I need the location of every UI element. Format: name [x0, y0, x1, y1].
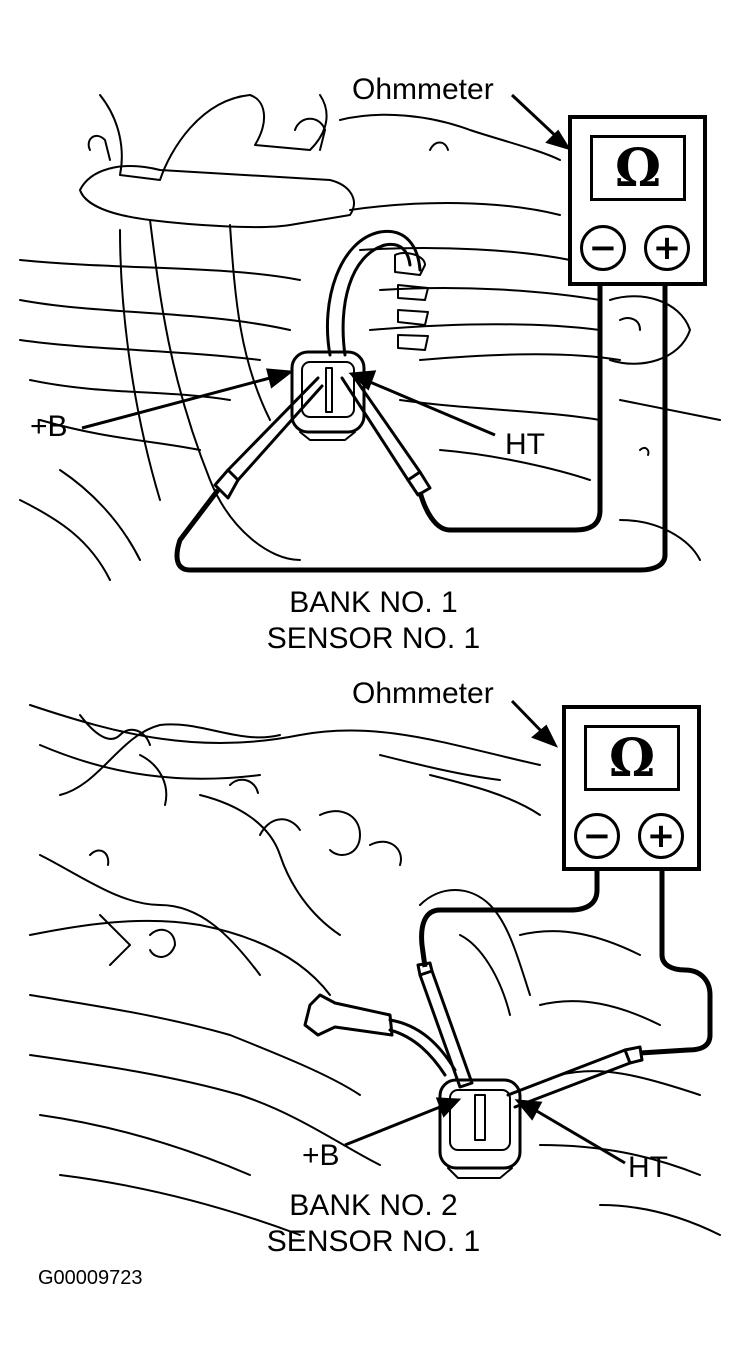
sensor-wire-loop	[325, 229, 422, 357]
positive-terminal: +	[644, 225, 690, 271]
ohm-symbol-icon: Ω	[614, 137, 662, 199]
sensor-threaded-body	[303, 993, 394, 1037]
diagram-bank2-sensor1: Ohmmeter Ω − + +B HT BANK NO. 2 SENSOR N…	[0, 675, 747, 1265]
negative-terminal: −	[580, 225, 626, 271]
diagram-bank1-sensor1: Ohmmeter Ω − + +B HT BANK NO. 1 SENSOR N…	[0, 0, 747, 670]
plus-icon: +	[652, 228, 682, 268]
engine-line-art-bank2	[29, 699, 721, 1236]
ohmmeter-label: Ohmmeter	[352, 73, 494, 106]
minus-icon: −	[588, 228, 618, 268]
sensor-connector	[438, 1078, 522, 1170]
terminal-label-plus-b: +B	[302, 1139, 340, 1172]
caption-bank-line: BANK NO. 1	[289, 586, 458, 619]
terminal-label-plus-b: +B	[30, 410, 68, 443]
minus-icon: −	[582, 816, 612, 856]
ohm-symbol-icon: Ω	[608, 727, 656, 789]
caption-bank2: BANK NO. 2 SENSOR NO. 1	[0, 1188, 747, 1260]
probe-right	[506, 1048, 632, 1109]
terminal-label-ht: HT	[628, 1151, 668, 1184]
caption-bank1: BANK NO. 1 SENSOR NO. 1	[0, 585, 747, 657]
positive-lead	[639, 857, 713, 1056]
probe-left	[226, 376, 324, 482]
positive-lead	[174, 265, 668, 573]
positive-terminal: +	[638, 813, 684, 859]
plus-icon: +	[646, 816, 676, 856]
caption-sensor-line: SENSOR NO. 1	[266, 1225, 481, 1258]
ohmmeter: Ω − +	[562, 705, 701, 871]
probe-right	[340, 372, 422, 482]
probe-left	[418, 969, 474, 1089]
terminal-label-ht: HT	[505, 428, 545, 461]
ohmmeter: Ω − +	[568, 115, 707, 286]
exhaust-pipe-outline	[99, 94, 328, 181]
negative-lead	[419, 857, 600, 968]
ohmmeter-label: Ohmmeter	[352, 677, 494, 710]
negative-terminal: −	[574, 813, 620, 859]
engine-line-art-bank1	[19, 93, 721, 581]
ohm-display: Ω	[584, 725, 680, 791]
ohm-display: Ω	[590, 135, 686, 201]
negative-lead	[417, 265, 603, 533]
caption-sensor-line: SENSOR NO. 1	[266, 622, 481, 655]
figure-id: G00009723	[38, 1267, 143, 1289]
caption-bank-line: BANK NO. 2	[289, 1189, 458, 1222]
